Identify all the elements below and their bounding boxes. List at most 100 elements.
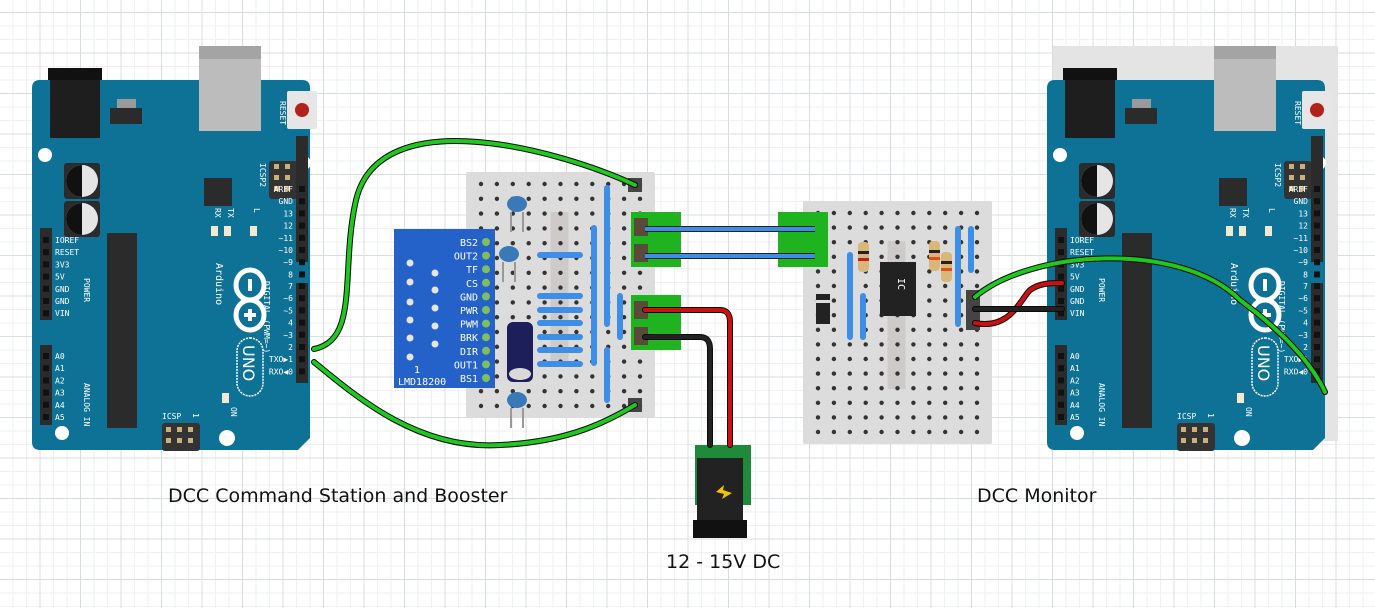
power-pin-1[interactable] bbox=[43, 249, 49, 256]
power-pin-5[interactable] bbox=[1058, 298, 1064, 304]
power-pin-0[interactable] bbox=[1058, 237, 1064, 243]
digital-pin-4[interactable] bbox=[299, 234, 305, 241]
digital-pin-7[interactable] bbox=[1314, 271, 1320, 278]
digital-pin-10[interactable] bbox=[299, 307, 305, 314]
digital-pin-1[interactable] bbox=[1314, 198, 1320, 205]
digital-pin-6[interactable] bbox=[299, 259, 305, 266]
icsp2-pin bbox=[274, 186, 279, 191]
power-pin-1[interactable] bbox=[1058, 249, 1064, 256]
power-pin-4[interactable] bbox=[43, 285, 49, 292]
breadboard-hole bbox=[943, 298, 948, 303]
digital-pin-4[interactable] bbox=[1314, 234, 1320, 241]
analog-pin-2[interactable] bbox=[1058, 377, 1064, 384]
analog-pin-4[interactable] bbox=[1058, 401, 1064, 408]
ceramic-capacitor bbox=[507, 392, 527, 408]
breadboard-hole bbox=[943, 210, 948, 216]
lmd-pin-pwm[interactable] bbox=[482, 319, 490, 328]
digital-pin-3[interactable] bbox=[299, 222, 305, 229]
digital-pin-14[interactable] bbox=[1314, 356, 1320, 363]
analog-pin-1[interactable] bbox=[43, 365, 49, 372]
digital-pin-12[interactable] bbox=[1314, 331, 1320, 338]
digital-pin-2[interactable] bbox=[1314, 210, 1320, 217]
breadboard-hole bbox=[927, 313, 932, 318]
black-wire-power[interactable] bbox=[643, 335, 712, 447]
green-wire-pin4[interactable] bbox=[312, 360, 637, 448]
digital-pin-14[interactable] bbox=[299, 356, 305, 363]
digital-pin-0[interactable] bbox=[299, 186, 305, 192]
icsp-pin bbox=[1203, 438, 1208, 443]
analog-pin-3[interactable] bbox=[43, 389, 49, 396]
capacitor-polarity bbox=[66, 203, 82, 235]
power-pin-2[interactable] bbox=[43, 261, 49, 268]
breadboard-hole bbox=[958, 327, 964, 332]
digital-pin-6[interactable] bbox=[1314, 259, 1320, 266]
digital-pin-15[interactable] bbox=[1314, 368, 1320, 375]
analog-pin-5[interactable] bbox=[1058, 414, 1064, 420]
lmd-pin-gnd[interactable] bbox=[482, 292, 490, 301]
digital-pin-3[interactable] bbox=[1314, 222, 1320, 229]
lmd-pin-cs[interactable] bbox=[482, 278, 490, 287]
power-pin-4[interactable] bbox=[1058, 285, 1064, 292]
reset-button[interactable] bbox=[295, 103, 309, 117]
breadboard-hole bbox=[574, 181, 579, 187]
breadboard-hole bbox=[863, 225, 868, 230]
red-wire-power[interactable] bbox=[643, 308, 732, 447]
reset-button[interactable] bbox=[1310, 103, 1324, 117]
digital-pin-1[interactable] bbox=[299, 198, 305, 205]
power-pin-3[interactable] bbox=[1058, 273, 1064, 280]
breadboard-hole bbox=[590, 403, 595, 409]
digital-pin-5[interactable] bbox=[299, 247, 305, 253]
lmd-pin-brk[interactable] bbox=[482, 333, 490, 342]
digital-pin-10[interactable] bbox=[1314, 307, 1320, 314]
breadboard-hole bbox=[558, 241, 563, 246]
lmd-pin-tf[interactable] bbox=[482, 265, 490, 274]
digital-label: DIGITAL (PWM=~) bbox=[1277, 281, 1286, 353]
analog-pin-5[interactable] bbox=[43, 414, 49, 420]
analog-pin-1[interactable] bbox=[1058, 365, 1064, 372]
digital-pin-0[interactable] bbox=[1314, 186, 1320, 192]
breadboard-hole bbox=[847, 415, 852, 420]
analog-pin-3[interactable] bbox=[1058, 389, 1064, 396]
breadboard-hole bbox=[958, 400, 964, 405]
power-pin-3[interactable] bbox=[43, 273, 49, 280]
green-wire-pin5[interactable] bbox=[312, 139, 637, 351]
analog-pin-4[interactable] bbox=[43, 401, 49, 408]
power-pin-5[interactable] bbox=[43, 298, 49, 304]
digital-pin-8[interactable] bbox=[1314, 283, 1320, 289]
breadboard-hole bbox=[815, 429, 821, 435]
digital-pin-12[interactable] bbox=[299, 331, 305, 338]
lmd-pin-bs1[interactable] bbox=[482, 374, 490, 382]
digital-pin-13[interactable] bbox=[299, 344, 305, 350]
breadboard-hole bbox=[911, 400, 916, 405]
power-pin-6[interactable] bbox=[43, 310, 49, 317]
analog-pin-0[interactable] bbox=[1058, 353, 1064, 359]
breadboard-hole bbox=[895, 327, 900, 332]
wires bbox=[311, 138, 1328, 449]
digital-pin-5[interactable] bbox=[1314, 247, 1320, 253]
lmd-pin-out2[interactable] bbox=[482, 251, 490, 260]
analog-pin-2[interactable] bbox=[43, 377, 49, 384]
breadboard-hole bbox=[958, 429, 964, 435]
digital-pin-label: ~10 bbox=[1294, 246, 1309, 255]
lmd-pin-dir[interactable] bbox=[482, 346, 490, 355]
analog-pin-0[interactable] bbox=[43, 353, 49, 359]
digital-pin-11[interactable] bbox=[1314, 319, 1320, 326]
breadboard-hole bbox=[494, 300, 500, 305]
digital-pin-11[interactable] bbox=[299, 319, 305, 326]
breadboard-hole bbox=[574, 241, 579, 246]
digital-pin-2[interactable] bbox=[299, 210, 305, 217]
green-wire-monitor[interactable] bbox=[973, 256, 1327, 394]
digital-pin-8[interactable] bbox=[299, 283, 305, 289]
digital-pin-13[interactable] bbox=[1314, 344, 1320, 350]
power-pin-0[interactable] bbox=[43, 237, 49, 243]
digital-pin-9[interactable] bbox=[1314, 295, 1320, 302]
power-pin-6[interactable] bbox=[1058, 310, 1064, 317]
digital-pin-9[interactable] bbox=[299, 295, 305, 302]
lmd-pin-out1[interactable] bbox=[482, 360, 490, 369]
breadboard-hole bbox=[927, 342, 932, 347]
red-wire-monitor[interactable] bbox=[973, 281, 1064, 327]
lmd-pin-pwr[interactable] bbox=[482, 306, 490, 314]
digital-pin-15[interactable] bbox=[299, 368, 305, 375]
lmd-pin-bs2[interactable] bbox=[482, 238, 490, 246]
digital-pin-7[interactable] bbox=[299, 271, 305, 278]
